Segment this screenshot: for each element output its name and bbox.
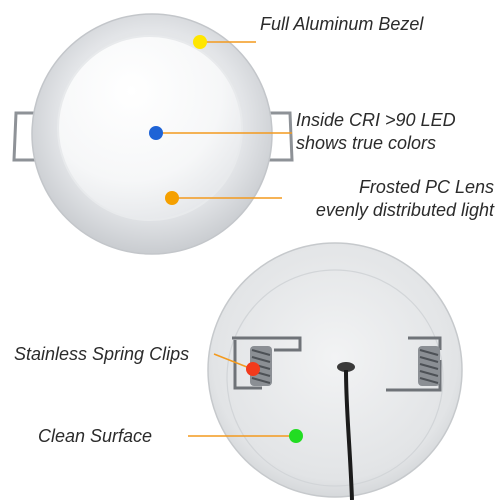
- clips-label: Stainless Spring Clips: [14, 343, 189, 365]
- clips-label-text: Stainless Spring Clips: [14, 344, 190, 364]
- lens-dot: [165, 191, 179, 205]
- clips-dot: [246, 362, 260, 376]
- back-housing: [207, 242, 463, 498]
- power-cable: [344, 369, 354, 500]
- right-spring-clip: [386, 336, 442, 392]
- lens-label: Frosted PC Lens evenly distributed light: [262, 176, 494, 222]
- leader-lines: [156, 41, 294, 437]
- bottom-downlight-back: [207, 242, 463, 500]
- top-side-clips: [12, 111, 294, 162]
- led-dot: [149, 126, 163, 140]
- frosted-lens: [57, 35, 243, 221]
- bezel-dot: [193, 35, 207, 49]
- left-spring-clip: [232, 336, 302, 390]
- surface-label: Clean Surface: [38, 425, 152, 447]
- lens-label-line2: evenly distributed light: [315, 200, 494, 220]
- bezel-label-text: Full Aluminum Bezel: [260, 14, 424, 34]
- led-label: Inside CRI >90 LED shows true colors: [296, 109, 456, 155]
- led-label-line1: Inside CRI >90 LED: [296, 110, 456, 130]
- led-label-line2: shows true colors: [296, 133, 437, 153]
- surface-label-text: Clean Surface: [38, 426, 153, 446]
- lens-label-line1: Frosted PC Lens: [358, 177, 494, 197]
- bezel-label: Full Aluminum Bezel: [260, 13, 423, 35]
- surface-dot: [289, 429, 303, 443]
- cable-grommet: [337, 362, 355, 372]
